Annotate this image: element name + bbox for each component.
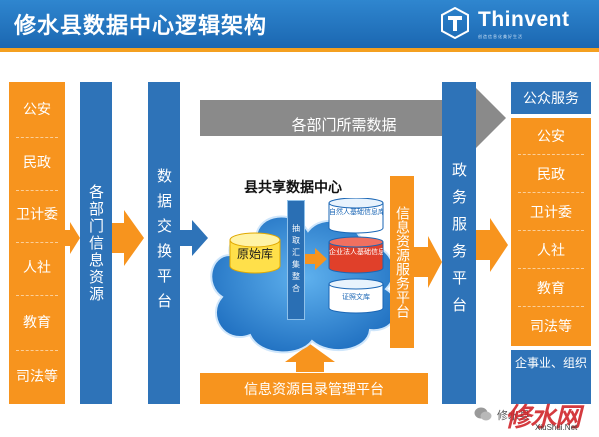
watermark-logo: 修水网 bbox=[505, 403, 581, 433]
catalog-label: 信息资源目录管理平台 bbox=[244, 381, 384, 398]
left-dept-public-security: 公安 bbox=[23, 102, 51, 118]
divider bbox=[16, 242, 58, 243]
divider bbox=[518, 230, 584, 231]
logo-subtitle: 创造信息化美好生活 bbox=[478, 34, 523, 39]
arrow-exchange-to-cloud bbox=[180, 220, 208, 256]
info-resource-catalog-platform: 信息资源目录管理平台 bbox=[200, 373, 428, 404]
natural-person-db-label: 自然人基础信息库 bbox=[329, 208, 383, 216]
right-departments-column: 公安 民政 卫计委 人社 教育 司法等 bbox=[511, 118, 591, 346]
license-db-label: 证照文库 bbox=[342, 293, 370, 301]
right-dept-civil-affairs: 民政 bbox=[537, 167, 565, 183]
divider bbox=[518, 192, 584, 193]
needed-data-label: 各部门所需数据 bbox=[291, 116, 397, 134]
watermark-url: XiuShui.Net bbox=[535, 423, 578, 432]
left-dept-education: 教育 bbox=[23, 315, 51, 331]
header-bar bbox=[0, 0, 599, 48]
arrow-catalog-to-cloud bbox=[285, 344, 335, 372]
data-exchange-label: 数据交换平台 bbox=[155, 168, 173, 318]
arrow-gov-to-departments bbox=[476, 218, 508, 272]
header-divider bbox=[0, 48, 599, 52]
raw-database-label: 原始库 bbox=[236, 247, 273, 261]
left-dept-hr-social: 人社 bbox=[23, 260, 51, 276]
info-resource-service-platform: 信息资源服务平台 bbox=[390, 176, 414, 348]
gov-service-label: 政务服务平台 bbox=[450, 162, 468, 324]
dept-info-resources-column: 各部门信息资源 bbox=[80, 82, 112, 404]
arrow-service-to-gov bbox=[414, 236, 442, 288]
divider bbox=[16, 295, 58, 296]
divider bbox=[518, 268, 584, 269]
page-title: 修水县数据中心逻辑架构 bbox=[14, 14, 268, 39]
divider bbox=[518, 306, 584, 307]
arrow-departments-to-info bbox=[62, 222, 80, 254]
public-service-header: 公众服务 bbox=[511, 82, 591, 114]
divider bbox=[16, 350, 58, 351]
right-dept-hr-social: 人社 bbox=[537, 243, 565, 259]
left-dept-health: 卫计委 bbox=[16, 207, 58, 223]
public-service-label: 公众服务 bbox=[523, 91, 579, 107]
gov-service-platform: 政务服务平台 bbox=[442, 82, 476, 404]
extract-label: 抽取汇集整合 bbox=[291, 224, 301, 296]
right-dept-judicial: 司法等 bbox=[530, 319, 572, 335]
wechat-icon bbox=[474, 407, 492, 421]
needed-data-arrow bbox=[200, 88, 506, 148]
left-dept-judicial: 司法等 bbox=[16, 369, 58, 385]
arrow-extract-to-dbs bbox=[305, 248, 327, 270]
wechat-account-label: 修水县 bbox=[497, 409, 530, 422]
right-dept-public-security: 公安 bbox=[537, 129, 565, 145]
extract-integrate-box: 抽取汇集整合 bbox=[287, 200, 305, 320]
sub-databases-graphic bbox=[328, 198, 384, 314]
right-dept-health: 卫计委 bbox=[530, 205, 572, 221]
left-dept-civil-affairs: 民政 bbox=[23, 155, 51, 171]
info-resource-service-label: 信息资源服务平台 bbox=[394, 206, 410, 318]
logo-name: Thinvent bbox=[478, 8, 570, 31]
arrow-info-to-exchange bbox=[112, 210, 144, 266]
divider bbox=[518, 154, 584, 155]
enterprise-label: 企事业、组织 bbox=[514, 356, 587, 370]
cloud-title: 县共享数据中心 bbox=[244, 180, 342, 196]
dept-info-resources-label: 各部门信息资源 bbox=[87, 183, 105, 303]
divider bbox=[16, 137, 58, 138]
raw-database-icon bbox=[229, 232, 281, 274]
divider bbox=[16, 190, 58, 191]
data-exchange-platform: 数据交换平台 bbox=[148, 82, 180, 404]
right-dept-education: 教育 bbox=[537, 281, 565, 297]
left-departments-column: 公安 民政 卫计委 人社 教育 司法等 bbox=[9, 82, 65, 404]
enterprise-organization-box: 企事业、组织 bbox=[511, 350, 591, 404]
enterprise-db-label: 企业法人基础信息库 bbox=[329, 248, 383, 256]
thinvent-logo-icon bbox=[441, 7, 469, 39]
